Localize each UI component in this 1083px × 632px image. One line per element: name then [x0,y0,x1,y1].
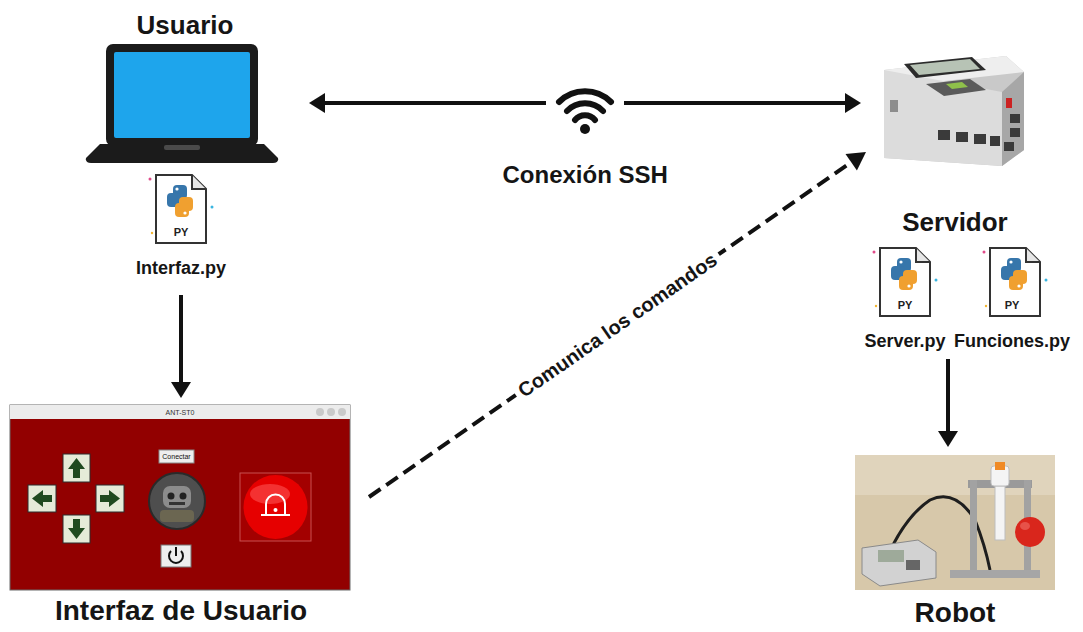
connector-line [179,295,183,384]
robot-photo [855,455,1055,590]
ev3-brick [884,56,1024,166]
arrow-connector [171,295,191,398]
gui-window [10,405,350,590]
file-type-text: PY [841,298,969,312]
arrow-head [938,431,958,447]
wifi-symbol [546,74,624,134]
python-file: PY Server.py [841,248,969,356]
arrow-head [846,152,866,170]
node-label: Funciones.py [943,330,1081,352]
node-label: Interfaz.py [116,257,246,279]
user-interface: Interfaz de Usuario [2,400,360,632]
arrow-head [309,93,325,113]
python-file: PY Interfaz.py [116,175,246,283]
edge-label: Comunica los comandos [509,243,727,405]
dashed-arrow [369,152,866,497]
arrow-head [171,382,191,398]
node-label: Servidor [866,205,1044,239]
file-type-text: PY [116,225,246,239]
server-brick: Servidor [866,50,1044,240]
window-title: ANT-ST0 [166,408,195,417]
button-label: Conectar [162,452,190,461]
node-label: Interfaz de Usuario [2,594,360,628]
connector-line [369,161,853,497]
robot: Robot [846,452,1064,628]
file-type-text: PY [943,298,1081,312]
node-label: Usuario [81,8,289,42]
node-label: Server.py [841,330,969,352]
arrow-head [845,93,861,113]
user-laptop: Usuario [81,5,289,170]
edge-label: Conexión SSH [503,160,668,190]
laptop-icon [86,44,278,163]
python-file: PY Funciones.py [943,248,1081,356]
node-label: Robot [846,596,1064,630]
connector-line [946,359,950,433]
arrow-connector [938,359,958,447]
